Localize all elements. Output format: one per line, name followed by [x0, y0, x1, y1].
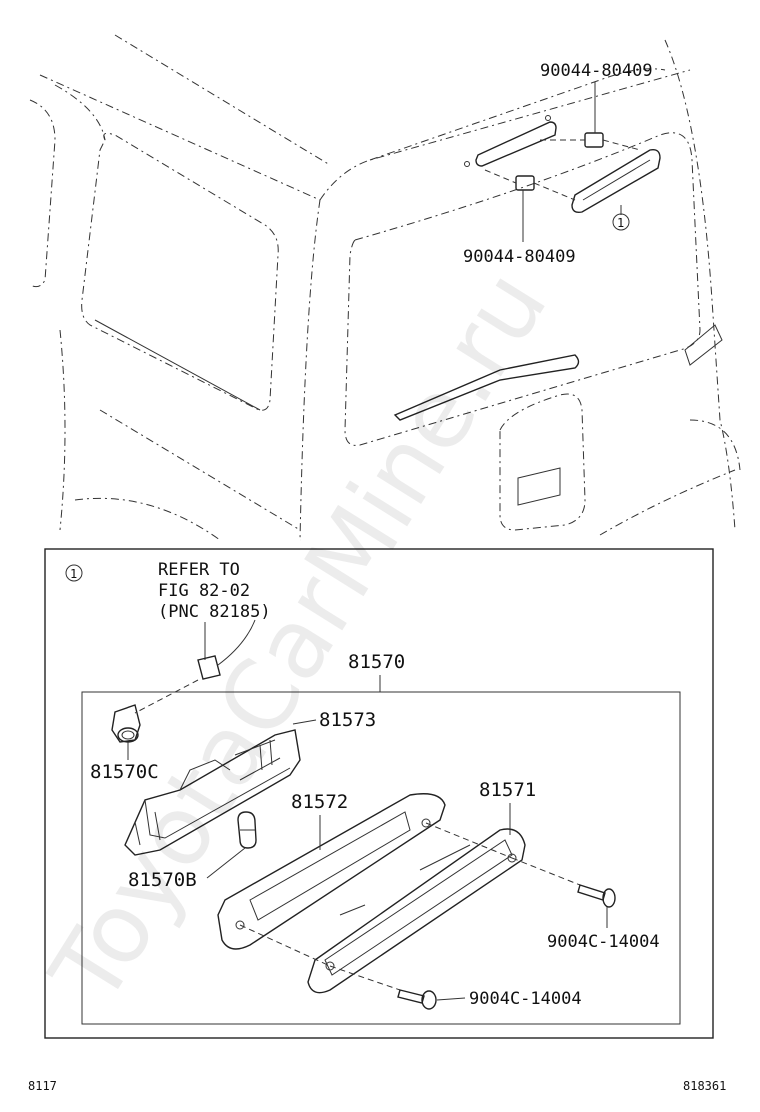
- detail-box-marker-circle: [65, 564, 83, 582]
- refer-note-line3: (PNC 82185): [158, 602, 271, 622]
- lens-part: [217, 793, 446, 950]
- footer-right-code: 818361: [683, 1079, 726, 1093]
- footer-left-code: 8117: [28, 1079, 57, 1093]
- bulb-callout: 81570B: [128, 869, 197, 891]
- watermark: ToyotaCarMine.ru: [29, 252, 569, 1023]
- assembly-bracket: [81, 691, 681, 1025]
- lens-callout: 81572: [291, 791, 348, 813]
- screw-right-dash: [511, 857, 581, 886]
- bulb-leader: [206, 847, 246, 879]
- vehicle-rear-outline: [29, 34, 741, 541]
- housing-part: [124, 729, 301, 856]
- socket-callout: 81570C: [90, 761, 159, 783]
- detail-marker-circle: [612, 213, 630, 231]
- screw-bottom-leader: [436, 997, 466, 1001]
- detail-box-marker-label: 1: [70, 567, 77, 581]
- screw-bottom-callout: 9004C-14004: [469, 989, 582, 1009]
- housing-leader: [292, 719, 317, 725]
- screw-bottom-dash: [329, 965, 401, 991]
- detail-box: [44, 548, 714, 1039]
- cover-part: [307, 828, 526, 994]
- clip-bottom-callout: 90044-80409: [463, 247, 576, 267]
- refer-note-line1: REFER TO: [158, 560, 240, 580]
- connector-dash-line: [134, 679, 199, 714]
- screw-bottom-part: [397, 989, 437, 1010]
- screw-right-part: [577, 884, 616, 908]
- cover-callout: 81571: [479, 779, 536, 801]
- wire-connector: [197, 655, 221, 680]
- refer-note-line2: FIG 82-02: [158, 581, 250, 601]
- wire: [217, 619, 256, 666]
- assembly-callout: 81570: [348, 651, 405, 673]
- assembly-dash-left: [239, 924, 331, 967]
- bulb-part: [237, 811, 257, 849]
- screw-right-callout: 9004C-14004: [547, 932, 660, 952]
- housing-callout: 81573: [319, 709, 376, 731]
- detail-marker-label: 1: [617, 216, 624, 230]
- socket-part: [111, 704, 141, 743]
- assembly-dash-right: [425, 822, 513, 859]
- clip-top-callout: 90044-80409: [540, 61, 653, 81]
